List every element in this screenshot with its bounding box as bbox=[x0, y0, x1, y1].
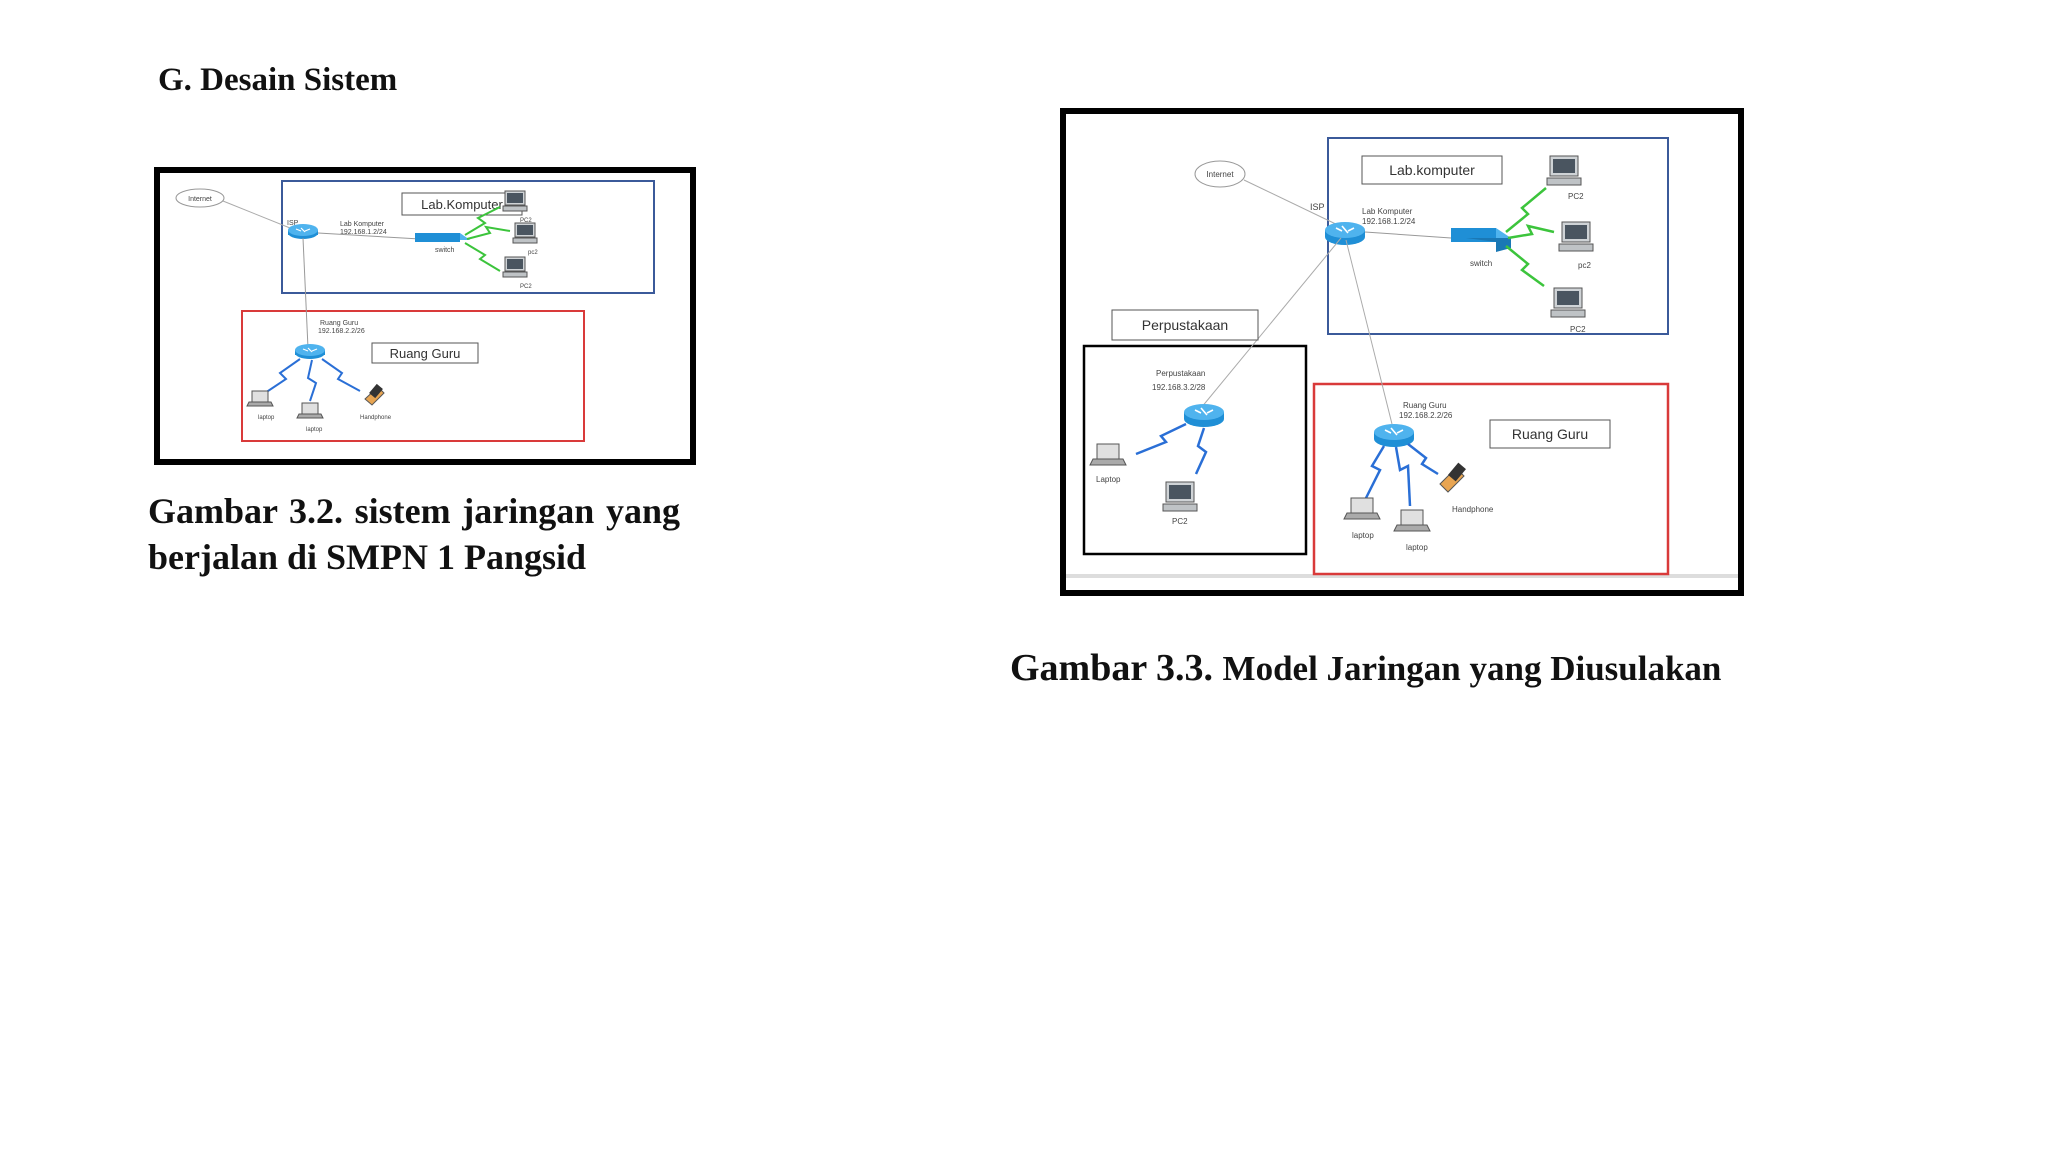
guru-title-label: Ruang Guru bbox=[390, 346, 461, 361]
lab-router-ip: 192.168.1.2/24 bbox=[1362, 217, 1416, 226]
lab-switch-icon bbox=[415, 233, 470, 242]
lab-router-label: Lab Komputer bbox=[340, 221, 385, 228]
figure-3-3-caption-text: Model Jaringan yang Diusulakan bbox=[1222, 649, 1722, 688]
lab-pc-1-label: PC2 bbox=[520, 218, 532, 224]
lab-router-ip: 192.168.1.2/24 bbox=[340, 229, 387, 236]
guru-title-label: Ruang Guru bbox=[1512, 426, 1588, 442]
lab-switch-label: switch bbox=[435, 247, 455, 254]
guru-router-ip: 192.168.2.2/26 bbox=[1399, 411, 1453, 420]
guru-laptop-1-icon bbox=[246, 390, 274, 407]
guru-router-label: Ruang Guru bbox=[1403, 401, 1447, 410]
guru-handphone-label: Handphone bbox=[1452, 505, 1494, 514]
lab-router-icon bbox=[287, 223, 319, 240]
lab-pc-3-icon bbox=[1550, 287, 1586, 318]
guru-router-ip: 192.168.2.2/26 bbox=[318, 328, 365, 335]
lab-pc-2-icon bbox=[1558, 221, 1594, 252]
lab-pc-3-icon bbox=[502, 256, 528, 278]
guru-laptop-1-label: laptop bbox=[258, 415, 275, 421]
svg-text:Internet: Internet bbox=[188, 196, 212, 203]
section-heading: G. Desain Sistem bbox=[158, 62, 398, 98]
lab-pc-3-label: PC2 bbox=[520, 284, 532, 290]
proposed-network-svg: Internet ISP Lab.komputer Lab Komputer 1… bbox=[1066, 114, 1738, 590]
svg-text:Internet: Internet bbox=[1206, 170, 1234, 179]
figure-3-3-network-diagram: Internet ISP Lab.komputer Lab Komputer 1… bbox=[1060, 108, 1744, 596]
guru-laptop-2-label: laptop bbox=[306, 427, 323, 433]
lab-title-label: Lab.Komputer bbox=[421, 197, 503, 212]
guru-laptop-2-label: laptop bbox=[1406, 543, 1428, 552]
perpus-router-ip: 192.168.3.2/28 bbox=[1152, 383, 1206, 392]
lab-switch-label: switch bbox=[1470, 259, 1492, 268]
lab-pc-1-label: PC2 bbox=[1568, 192, 1584, 201]
lab-router-icon bbox=[1324, 221, 1366, 246]
guru-laptop-2-icon bbox=[296, 402, 324, 419]
perpustakaan-zone bbox=[1082, 344, 1308, 556]
internet-cloud-icon: Internet bbox=[1194, 160, 1246, 188]
lab-komputer-zone bbox=[281, 180, 655, 294]
perpus-title-label: Perpustakaan bbox=[1142, 317, 1228, 333]
lab-title-label: Lab.komputer bbox=[1389, 162, 1475, 178]
lab-pc-3-label: PC2 bbox=[1570, 325, 1586, 334]
guru-handphone-icon bbox=[364, 383, 385, 406]
guru-laptop-1-label: laptop bbox=[1352, 531, 1374, 540]
guru-handphone-icon bbox=[1439, 462, 1466, 493]
perpus-router-label: Perpustakaan bbox=[1156, 369, 1205, 378]
lab-switch-icon bbox=[1451, 228, 1511, 252]
perpus-router-icon bbox=[1183, 403, 1225, 428]
guru-router-label: Ruang Guru bbox=[320, 320, 358, 327]
guru-router-icon bbox=[294, 343, 326, 360]
ruang-guru-zone bbox=[1312, 382, 1670, 576]
figure-3-2-network-diagram: Internet ISP Lab.Komputer Lab Komputer 1… bbox=[154, 167, 696, 465]
figure-3-2-caption: Gambar 3.2. sistem jaringan yang berjala… bbox=[148, 491, 680, 577]
existing-network-svg: Internet ISP Lab.Komputer Lab Komputer 1… bbox=[175, 180, 655, 442]
isp-label: ISP bbox=[287, 220, 299, 227]
ruang-guru-zone bbox=[241, 310, 585, 442]
lab-pc-2-label: pc2 bbox=[528, 250, 538, 256]
perpus-pc-icon bbox=[1162, 481, 1198, 512]
figure-3-3-caption: Gambar 3.3. Model Jaringan yang Diusulak… bbox=[1010, 646, 1721, 690]
lab-pc-2-label: pc2 bbox=[1578, 261, 1591, 270]
lab-pc-1-icon bbox=[502, 190, 528, 212]
guru-router-icon bbox=[1373, 423, 1415, 448]
lab-pc-1-icon bbox=[1546, 155, 1582, 186]
internet-cloud-icon: Internet bbox=[175, 188, 225, 208]
lab-router-label: Lab Komputer bbox=[1362, 207, 1413, 216]
isp-label: ISP bbox=[1310, 202, 1325, 212]
perpus-pc-label: PC2 bbox=[1172, 517, 1188, 526]
figure-3-3-caption-number: Gambar 3.3. bbox=[1010, 647, 1214, 689]
guru-handphone-label: Handphone bbox=[360, 415, 392, 421]
lab-pc-2-icon bbox=[512, 222, 538, 244]
perpus-laptop-label: Laptop bbox=[1096, 475, 1121, 484]
